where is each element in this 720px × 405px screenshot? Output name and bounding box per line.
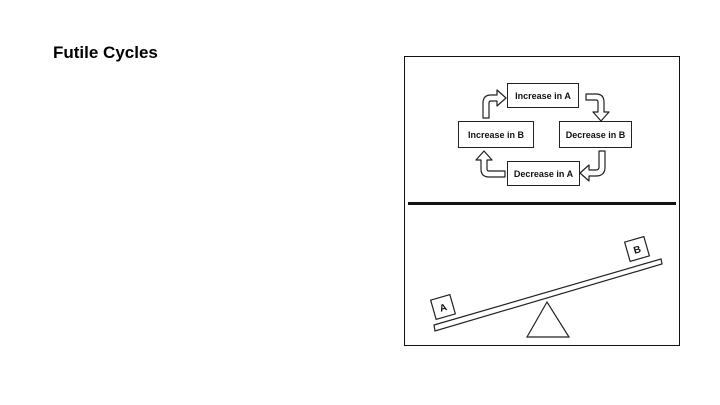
seesaw-fulcrum bbox=[525, 300, 571, 338]
seesaw-block-a bbox=[429, 293, 457, 321]
seesaw-drawing: A B bbox=[429, 235, 663, 338]
futile-cycle-figure: Increase in A Decrease in B Decrease in … bbox=[404, 56, 680, 346]
seesaw-plank bbox=[433, 258, 663, 332]
arrow-top-right-icon bbox=[585, 93, 610, 122]
cycle-box-decrease-b: Decrease in B bbox=[559, 121, 632, 148]
arrow-bottom-right-icon bbox=[579, 150, 606, 182]
cycle-box-increase-a: Increase in A bbox=[507, 83, 579, 108]
cycle-arrows bbox=[475, 89, 610, 182]
slide-title: Futile Cycles bbox=[53, 43, 158, 62]
cycle-box-increase-b: Increase in B bbox=[458, 121, 534, 148]
seesaw-label-a: A bbox=[438, 302, 448, 315]
cycle-box-decrease-a: Decrease in A bbox=[507, 161, 580, 186]
arrow-top-left-icon bbox=[482, 89, 507, 119]
arrow-bottom-left-icon bbox=[475, 150, 506, 178]
seesaw-label-b: B bbox=[632, 244, 642, 257]
divider-line bbox=[408, 202, 676, 205]
seesaw-block-b bbox=[623, 235, 651, 263]
